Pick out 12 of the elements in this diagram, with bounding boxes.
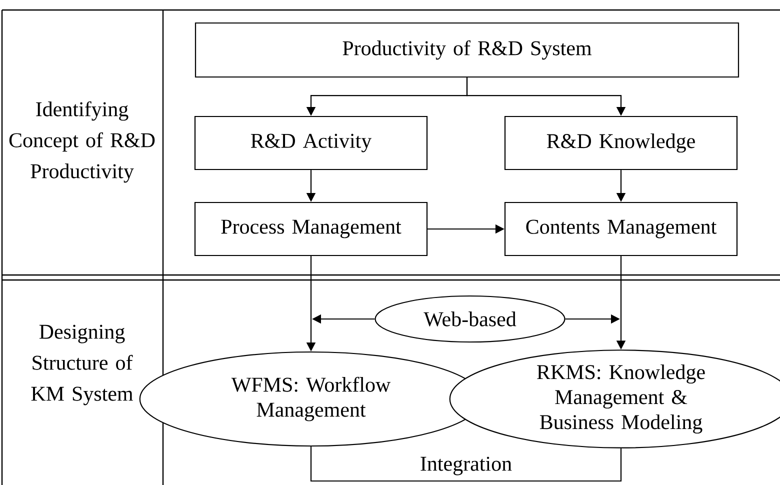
ellipse-node: Web-based: [374, 295, 566, 343]
process-box: R&D Activity: [194, 116, 428, 170]
edge-label: Integration: [418, 456, 514, 476]
ellipse-node: RKMS: Knowledge Management & Business Modeling: [449, 350, 780, 448]
node-label: RKMS: Knowledge Management & Business Modeling: [537, 364, 705, 434]
row-heading: Identifying Concept of R&D Productivity: [9, 101, 155, 183]
process-box: Contents Management: [504, 202, 738, 256]
process-box: Process Management: [194, 202, 428, 256]
process-box: R&D Knowledge: [504, 116, 738, 170]
row-heading: Designing Structure of KM System: [31, 324, 133, 406]
ellipse-node: WFMS: Workflow Management: [139, 351, 483, 447]
process-box: Productivity of R&D System: [194, 22, 740, 78]
